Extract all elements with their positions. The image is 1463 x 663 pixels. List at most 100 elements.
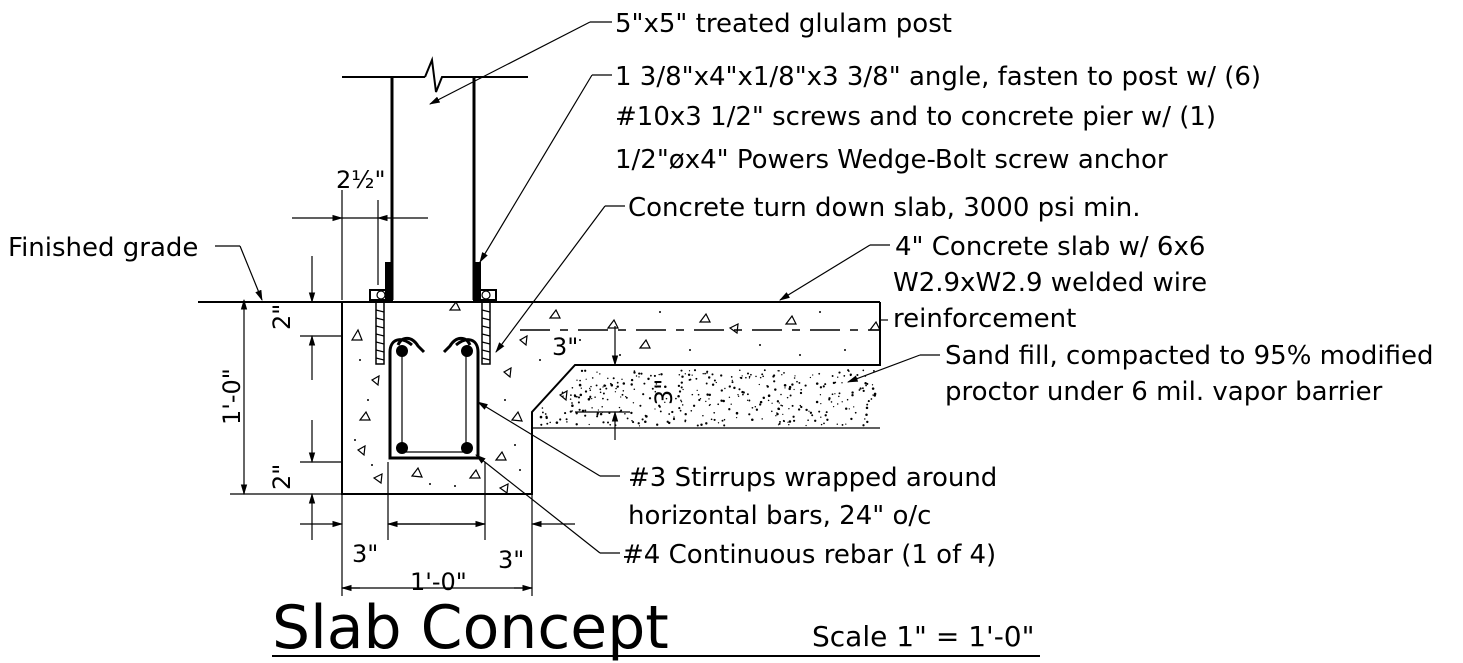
sand-grain [773, 380, 776, 383]
sand-grain [850, 417, 853, 421]
sand-grain [814, 419, 817, 422]
sand-grain [707, 376, 711, 379]
sand-grain [710, 418, 713, 421]
sand-grain [730, 376, 733, 378]
sand-grain [668, 413, 671, 415]
sand-grain [800, 405, 803, 409]
sand-grain [845, 423, 847, 425]
sand-grain [632, 421, 635, 424]
sand-grain [797, 408, 801, 411]
sand-grain [805, 424, 807, 427]
sand-grain [777, 407, 780, 411]
sand-grain [796, 380, 798, 383]
sand-grain [584, 369, 587, 372]
sand-grain [576, 379, 578, 381]
sand-grain [750, 373, 752, 376]
dim-side-right: 3" [498, 546, 524, 574]
sand-grain [702, 414, 704, 417]
steel-angle-brackets [369, 262, 497, 301]
sand-grain [562, 395, 564, 397]
sand-grain [830, 401, 833, 403]
sand-grain [651, 387, 654, 390]
sand-grain [733, 386, 736, 390]
sand-grain [861, 387, 864, 390]
sand-grain [565, 418, 568, 421]
sand-grain [672, 417, 676, 421]
sand-grain [644, 420, 647, 423]
sand-grain [671, 410, 674, 414]
sand-grain [741, 375, 743, 377]
sand-grain [778, 422, 781, 425]
sand-grain [684, 413, 687, 416]
sand-grain [791, 404, 794, 407]
sand-grain [650, 374, 652, 377]
sand-grain [754, 405, 757, 408]
sand-grain [738, 388, 741, 391]
sand-grain [823, 422, 825, 425]
sand-grain [862, 389, 865, 392]
sand-grain [819, 386, 823, 389]
sand-grain [851, 394, 854, 397]
sand-grain [787, 421, 789, 423]
sand-grain [664, 401, 666, 404]
sand-grain [781, 405, 784, 407]
sand-grain [581, 409, 585, 412]
sand-grain [777, 424, 780, 426]
sand-grain [862, 424, 865, 427]
sand-grain [742, 393, 744, 396]
sand-grain [569, 398, 572, 400]
sand-grain [614, 391, 617, 393]
sand-grain [574, 395, 577, 398]
sand-grain [711, 383, 715, 386]
sand-grain [643, 382, 646, 385]
sand-grain [693, 369, 697, 372]
sand-grain [844, 407, 848, 410]
dim-width: 1'-0" [410, 568, 467, 596]
sand-grain [847, 369, 850, 372]
sand-grain [777, 370, 779, 372]
sand-grain [717, 403, 720, 406]
wedge-bolt-anchors [375, 301, 491, 365]
sand-grain [858, 389, 861, 391]
sand-grain [655, 401, 658, 404]
sand-grain [723, 424, 726, 427]
sand-grain [704, 372, 706, 375]
sand-grain [820, 423, 823, 426]
callout-stirrups-line1: #3 Stirrups wrapped around [628, 463, 997, 493]
sand-grain [609, 423, 612, 426]
sand-grain [761, 418, 763, 420]
sand-grain [745, 376, 747, 379]
sand-grain [766, 385, 769, 388]
sand-grain [632, 402, 635, 404]
callout-angle-line2: #10x3 1/2" screws and to concrete pier w… [615, 102, 1216, 132]
sand-grain [647, 377, 650, 381]
sand-grain [591, 407, 593, 409]
sand-grain [564, 412, 567, 415]
sand-grain [748, 375, 751, 378]
sand-grain [594, 396, 596, 398]
sand-grain [781, 374, 783, 376]
sand-grain [793, 419, 796, 422]
stirrup-3 [388, 336, 480, 460]
sand-grain [702, 373, 704, 375]
sand-grain [596, 371, 598, 373]
sand-grain [599, 373, 601, 375]
sand-grain [705, 400, 707, 403]
sand-grain [584, 390, 588, 393]
sand-grain [605, 387, 608, 390]
sand-grain [762, 375, 765, 378]
sand-grain [799, 391, 803, 395]
sand-grain [828, 398, 831, 401]
sand-grain [597, 413, 599, 415]
sand-grain [677, 395, 680, 398]
callout-angle-line1: 1 3/8"x4"x1/8"x3 3/8" angle, fasten to p… [615, 62, 1261, 92]
sand-grain [843, 375, 846, 377]
sand-grain [638, 376, 640, 378]
callout-rebar: #4 Continuous rebar (1 of 4) [622, 540, 996, 570]
sand-grain [832, 405, 835, 408]
sand-grain [838, 392, 841, 395]
callout-sand-line2: proctor under 6 mil. vapor barrier [945, 377, 1383, 407]
sand-grain [722, 399, 725, 403]
sand-grain [684, 373, 686, 375]
sand-grain [720, 399, 723, 402]
